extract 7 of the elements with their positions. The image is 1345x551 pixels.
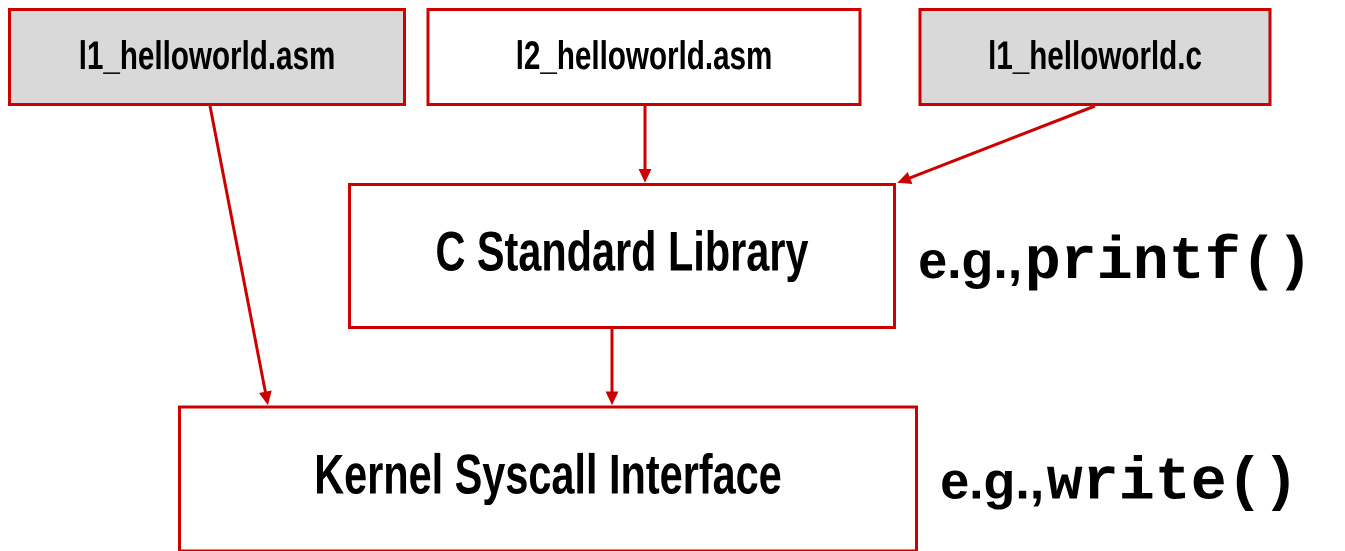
process-box: Kernel Syscall Interface — [178, 405, 918, 551]
process-box: l1_helloworld.c — [918, 8, 1272, 106]
example-note: e.g., printf() — [920, 233, 1303, 291]
example-note: e.g.,write() — [942, 455, 1289, 511]
process-box: C Standard Library — [348, 183, 896, 329]
process-box: l1_helloworld.asm — [8, 8, 406, 106]
process-box: l2_helloworld.asm — [426, 8, 862, 106]
